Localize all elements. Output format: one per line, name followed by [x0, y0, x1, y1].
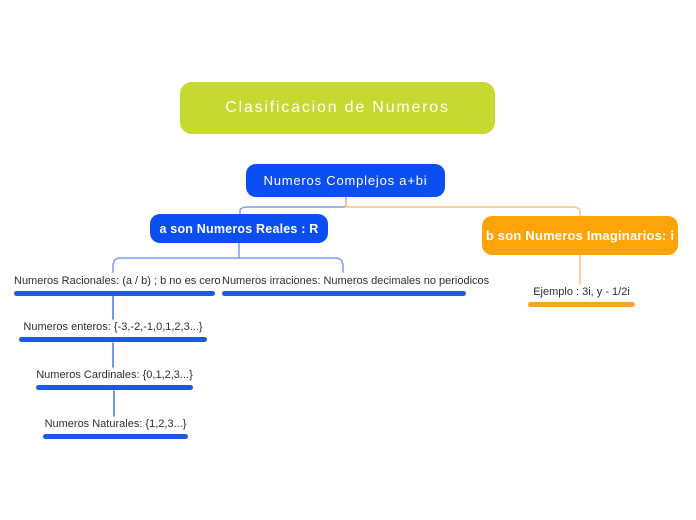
enteros-underline: [19, 337, 207, 342]
node-numeros-racionales[interactable]: Numeros Racionales: (a / b) ; b no es ce…: [14, 275, 221, 296]
connector-complejos-imaginarios: [345, 196, 581, 217]
node-numeros-enteros[interactable]: Numeros enteros: {-3,-2,-1,0,1,2,3...}: [19, 321, 207, 342]
node-complejos-label: Numeros Complejos a+bi: [263, 173, 428, 188]
node-numeros-naturales[interactable]: Numeros Naturales: {1,2,3...}: [43, 418, 188, 439]
node-irracionales-label: Numeros irraciones: Numeros decimales no…: [222, 275, 490, 287]
node-numeros-irracionales[interactable]: Numeros irraciones: Numeros decimales no…: [222, 275, 490, 296]
node-title-clasificacion[interactable]: Clasificacion de Numeros: [180, 82, 495, 134]
racionales-underline: [14, 291, 215, 296]
node-numeros-reales[interactable]: a son Numeros Reales : R: [150, 214, 328, 243]
node-imaginarios-label: b son Numeros Imaginarios: i: [485, 228, 675, 243]
ejemplo-underline: [528, 302, 635, 307]
node-numeros-imaginarios[interactable]: b son Numeros Imaginarios: i: [482, 216, 678, 255]
cardinales-underline: [36, 385, 193, 390]
connector-fork: [112, 257, 344, 273]
node-reales-label: a son Numeros Reales : R: [159, 221, 319, 236]
node-naturales-label: Numeros Naturales: {1,2,3...}: [44, 418, 187, 430]
node-numeros-complejos[interactable]: Numeros Complejos a+bi: [246, 164, 445, 197]
node-title-label: Clasificacion de Numeros: [225, 99, 450, 116]
node-ejemplo-imaginarios[interactable]: Ejemplo : 3i, y - 1/2i: [528, 286, 635, 307]
node-cardinales-label: Numeros Cardinales: {0,1,2,3...}: [36, 369, 193, 381]
node-enteros-label: Numeros enteros: {-3,-2,-1,0,1,2,3...}: [23, 321, 203, 333]
node-racionales-label: Numeros Racionales: (a / b) ; b no es ce…: [14, 275, 221, 287]
irracionales-underline: [222, 291, 466, 296]
naturales-underline: [43, 434, 188, 439]
node-numeros-cardinales[interactable]: Numeros Cardinales: {0,1,2,3...}: [36, 369, 193, 390]
node-ejemplo-label: Ejemplo : 3i, y - 1/2i: [533, 286, 630, 298]
connector-complejos-reales: [239, 196, 347, 215]
